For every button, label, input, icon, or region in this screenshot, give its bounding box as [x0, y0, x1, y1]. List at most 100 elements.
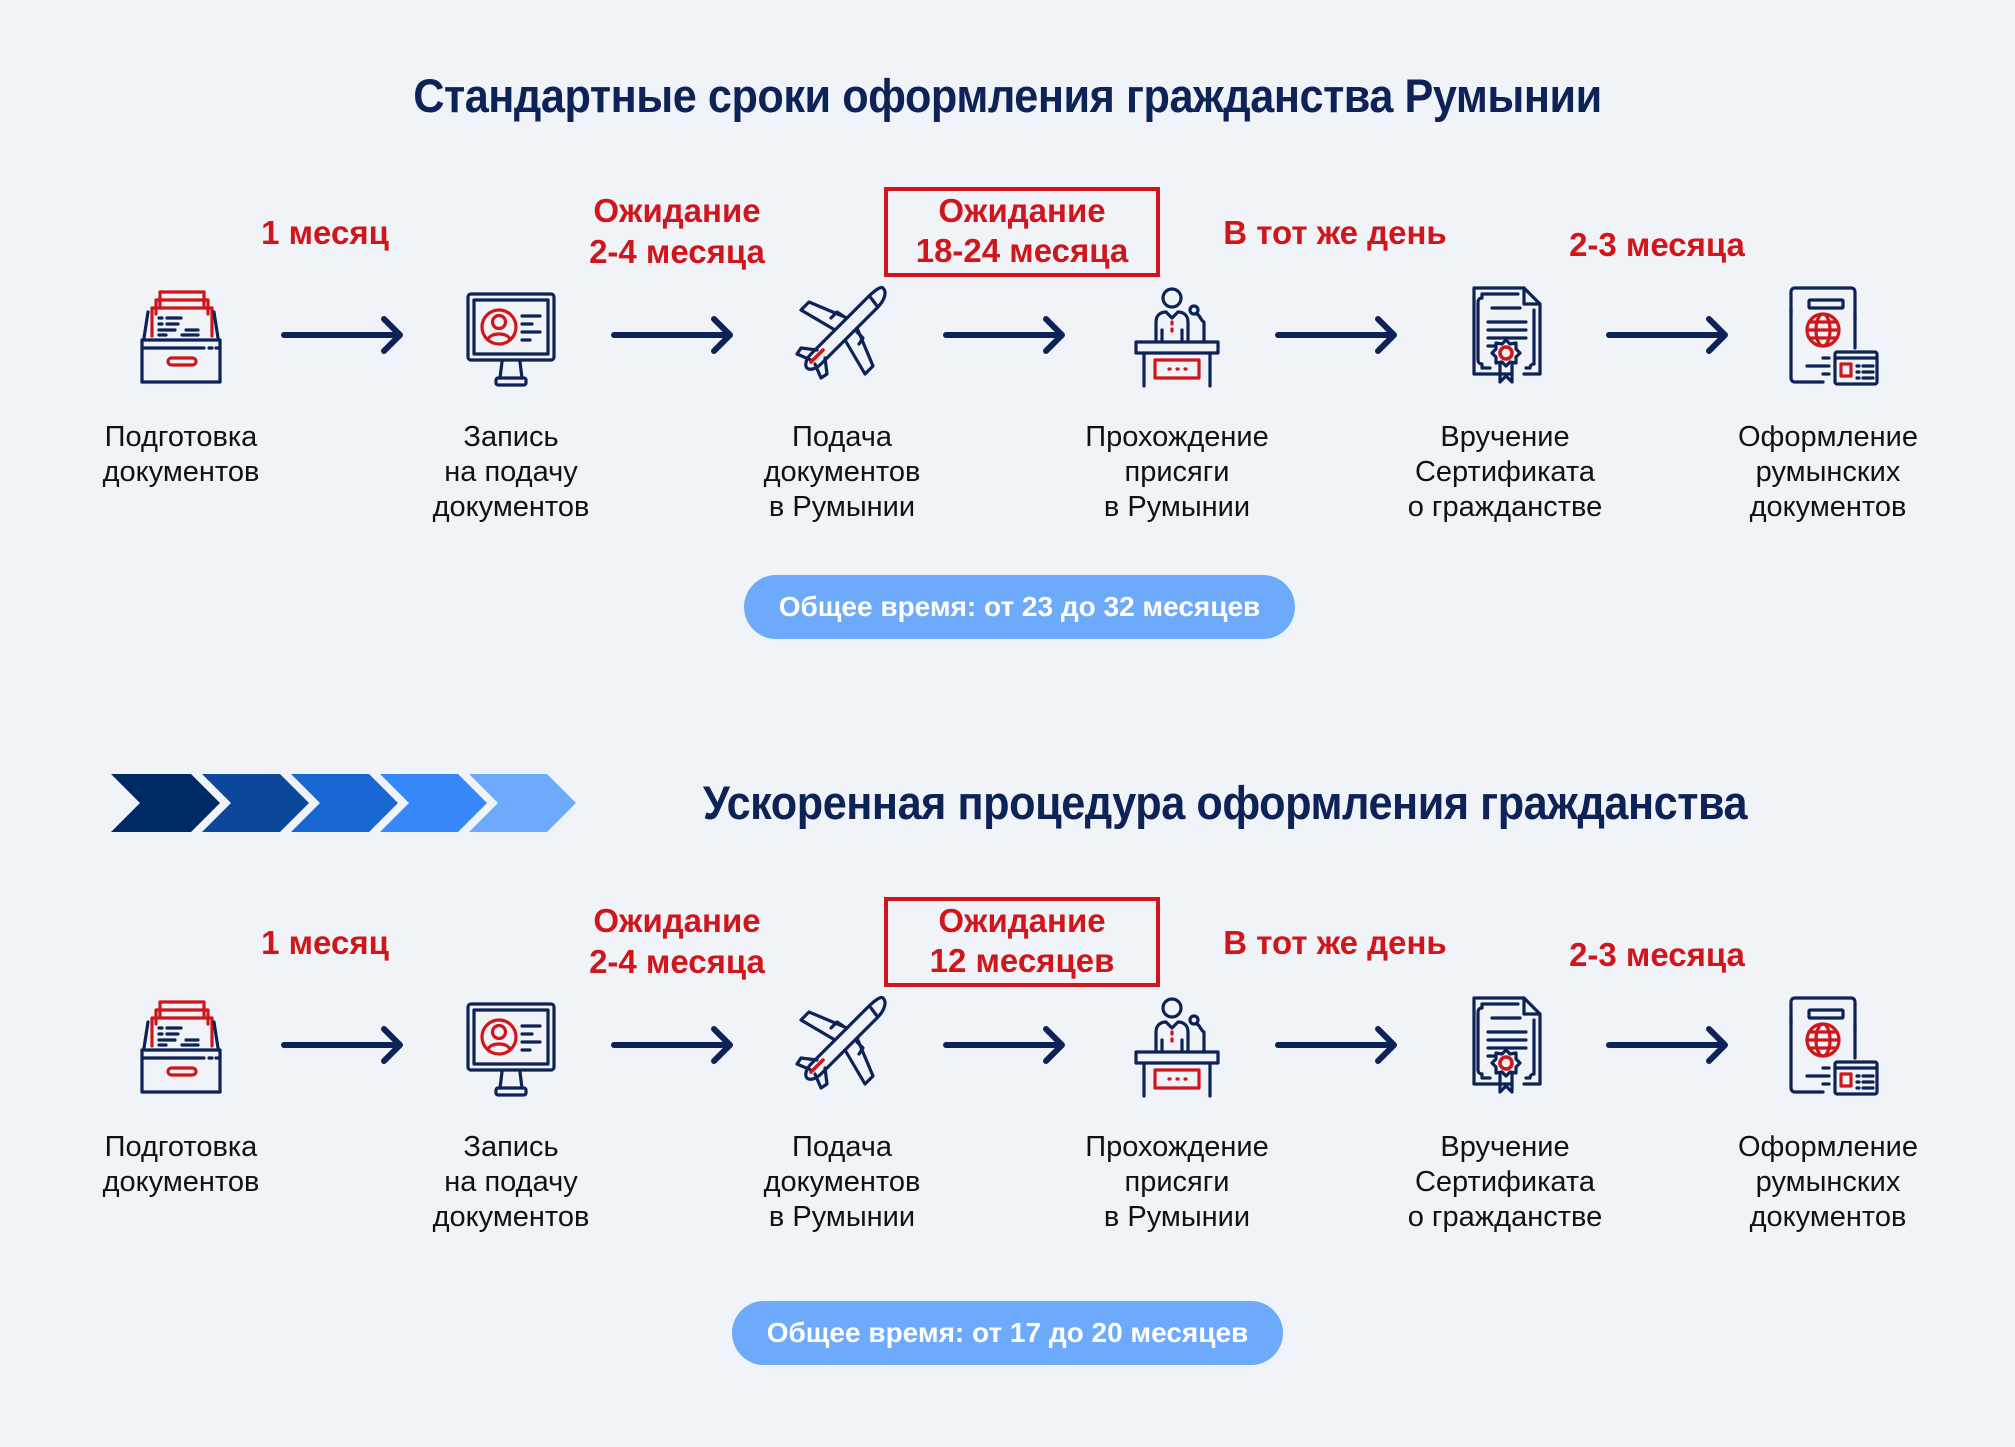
step-label-line: Сертификата [1414, 1166, 1595, 1198]
arrow-right-icon [1605, 1023, 1733, 1067]
arrow-right-icon [942, 313, 1070, 357]
chevron-2 [202, 774, 309, 832]
duration-line: 18-24 месяца [915, 232, 1129, 269]
duration-line: 2-3 месяца [1569, 226, 1745, 263]
step-label-line: документов [102, 456, 260, 488]
certificate-icon [1450, 278, 1560, 388]
duration-line: 1 месяц [261, 924, 389, 961]
arrow-right-icon [280, 313, 408, 357]
duration-line: 12 месяцев [929, 942, 1115, 979]
step-label-line: Подготовка [104, 421, 258, 453]
step-label-line: Запись [463, 1131, 559, 1163]
step-label-line: румынских [1755, 456, 1901, 488]
arrow-right-icon [1605, 313, 1733, 357]
podium-speaker-icon [1122, 278, 1232, 388]
step-label-line: Подача [792, 1131, 892, 1163]
step-label-line: о гражданстве [1407, 1201, 1603, 1233]
total-time-badge-accelerated: Общее время: от 17 до 20 месяцев [732, 1301, 1283, 1365]
accelerated-title: Ускоренная процедура оформления гражданс… [702, 776, 1748, 829]
step-label-line: Прохождение [1085, 1131, 1269, 1163]
step-duration: 2-3 месяца [1569, 934, 1745, 975]
arrow-right-icon [610, 1023, 738, 1067]
standard-title: Стандартные сроки оформления гражданства… [413, 69, 1602, 122]
step-label-line: документов [1749, 491, 1907, 523]
passport-id-icon [1773, 278, 1883, 388]
step-label-line: документов [1749, 1201, 1907, 1233]
step-label-line: о гражданстве [1407, 491, 1603, 523]
duration-line: Ожидание [593, 192, 761, 229]
step-duration: 2-3 месяца [1569, 224, 1745, 265]
file-drawer-icon [126, 988, 236, 1098]
total-time-badge-standard: Общее время: от 23 до 32 месяцев [744, 575, 1295, 639]
certificate-icon [1450, 988, 1560, 1098]
step-label-line: румынских [1755, 1166, 1901, 1198]
arrow-right-icon [942, 1023, 1070, 1067]
step-label-line: Прохождение [1085, 421, 1269, 453]
chevron-3 [291, 774, 398, 832]
arrow-right-icon [1274, 313, 1402, 357]
step-label-line: Оформление [1737, 421, 1918, 453]
step-label-line: присяги [1124, 456, 1230, 488]
chevron-1 [111, 774, 220, 832]
duration-line: 2-3 месяца [1569, 936, 1745, 973]
duration-line: В тот же день [1223, 214, 1447, 251]
airplane-icon [787, 988, 897, 1098]
step-label-line: документов [102, 1166, 260, 1198]
step-duration: В тот же день [1223, 922, 1446, 963]
step-label-line: на подачу [444, 456, 578, 488]
step-label-line: присяги [1124, 1166, 1230, 1198]
monitor-profile-icon [456, 988, 566, 1098]
monitor-profile-icon [456, 278, 566, 388]
arrow-right-icon [1274, 1023, 1402, 1067]
duration-line: Ожидание [938, 902, 1106, 939]
chevron-decoration [108, 774, 588, 832]
chevron-5 [469, 774, 576, 832]
step-label-line: в Румынии [1103, 491, 1251, 523]
passport-id-icon [1773, 988, 1883, 1098]
step-label-line: в Румынии [768, 1201, 916, 1233]
step-label-line: документов [763, 456, 921, 488]
duration-line: 2-4 месяца [589, 233, 765, 270]
step-duration: 1 месяц [261, 212, 389, 253]
step-label-line: Запись [463, 421, 559, 453]
step-label-line: Подача [792, 421, 892, 453]
duration-line: 2-4 месяца [589, 943, 765, 980]
step-label-line: документов [432, 1201, 590, 1233]
step-label-line: Подготовка [104, 1131, 258, 1163]
step-label-line: документов [763, 1166, 921, 1198]
step-label-line: в Румынии [768, 491, 916, 523]
arrow-right-icon [610, 313, 738, 357]
step-label-line: документов [432, 491, 590, 523]
step-label-line: Сертификата [1414, 456, 1595, 488]
step-label-line: Оформление [1737, 1131, 1918, 1163]
duration-line: Ожидание [938, 192, 1106, 229]
step-label-line: в Румынии [1103, 1201, 1251, 1233]
airplane-icon [787, 278, 897, 388]
step-label-line: на подачу [444, 1166, 578, 1198]
podium-speaker-icon [1122, 988, 1232, 1098]
step-label-line: Вручение [1440, 1131, 1570, 1163]
step-duration: В тот же день [1223, 212, 1446, 253]
step-duration: 1 месяц [261, 922, 389, 963]
step-label-line: Вручение [1440, 421, 1570, 453]
duration-line: 1 месяц [261, 214, 389, 251]
duration-line: В тот же день [1223, 924, 1447, 961]
chevron-4 [380, 774, 487, 832]
file-drawer-icon [126, 278, 236, 388]
